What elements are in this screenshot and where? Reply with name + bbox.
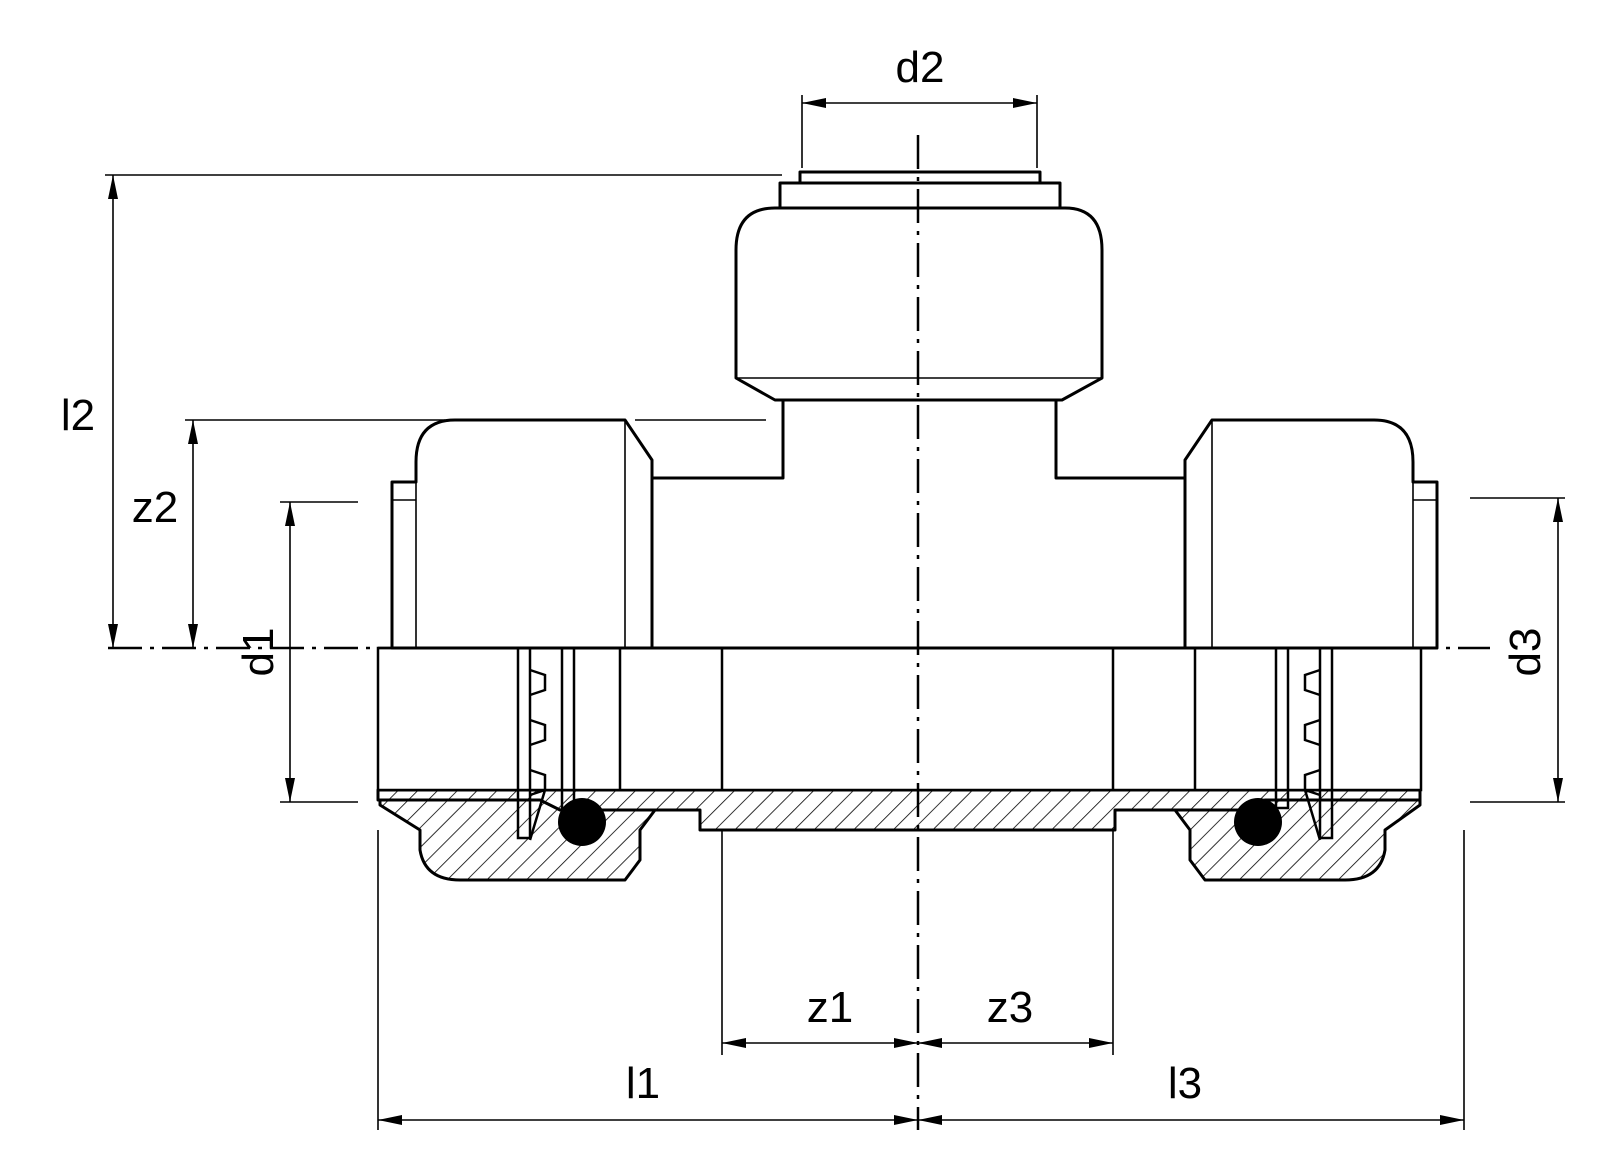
right-o-ring [1234,798,1282,846]
label-z2: z2 [132,483,178,532]
dim-d1: d1 [234,501,358,803]
top-collar [778,181,1062,210]
label-l2: l2 [61,391,95,440]
dim-z2: z2 [132,419,766,648]
tee-body [376,170,1439,882]
label-l3: l3 [1168,1059,1202,1108]
dim-l1-l3: l1 l3 [377,830,1465,1130]
label-d2: d2 [896,43,945,92]
bore-section [376,646,1423,792]
label-z3: z3 [987,983,1033,1032]
dim-d2: d2 [801,43,1038,168]
label-d1: d1 [234,628,283,677]
label-l1: l1 [626,1059,660,1108]
label-z1: z1 [807,983,853,1032]
dim-z1-z3: z1 z3 [721,830,1114,1055]
label-d3: d3 [1501,628,1550,677]
right-nut-upper [1183,418,1439,650]
dim-l2: l2 [61,174,782,648]
lower-wall-section [376,788,1422,832]
dim-d3: d3 [1470,497,1565,803]
left-o-ring [558,798,606,846]
left-nut-upper [390,418,654,650]
